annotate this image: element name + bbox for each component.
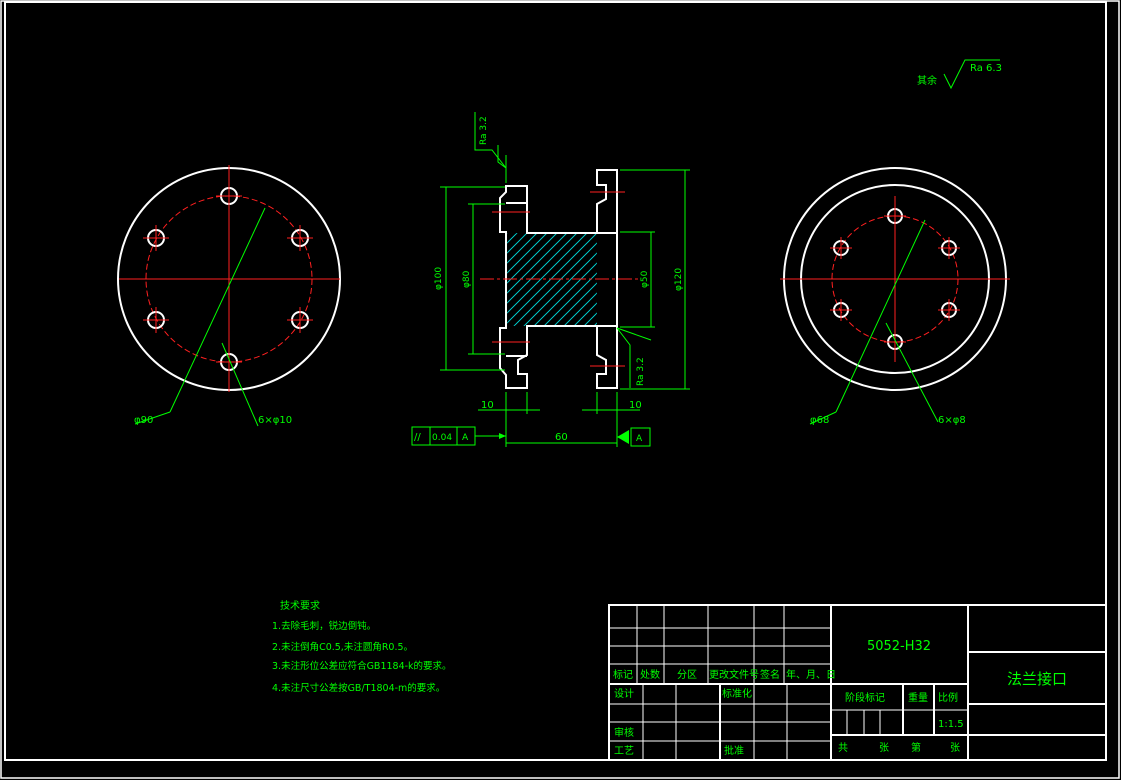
general-roughness-note: 其余 Ra 6.3 [917, 59, 1002, 90]
left-end-view: φ90 6×φ10 [117, 165, 341, 427]
roughness-left-face: Ra 3.2 [474, 112, 507, 183]
section-view: φ100 φ80 φ50 φ120 10 10 60 // 0.04 A [411, 112, 690, 447]
label-stage-mark: 阶段标记 [845, 691, 885, 704]
title-block: 标记 处数 分区 更改文件号 签名 年、月、日 设计 标准化 审核 工艺 批准 … [608, 604, 1107, 761]
label-scale: 比例 [938, 691, 958, 704]
dim-d120: φ120 [674, 268, 684, 291]
rev-header-date: 年、月、日 [786, 668, 836, 681]
rev-header-sign: 签名 [760, 668, 780, 681]
rev-header-zone: 分区 [677, 669, 697, 681]
technical-requirements: 技术要求 1.去除毛刺，锐边倒钝。 2.未注倒角C0.5,未注圆角R0.5。 3… [272, 599, 452, 694]
tech-req-title: 技术要求 [280, 599, 320, 612]
right-pcd-dimension: φ68 [810, 415, 829, 426]
label-review: 审核 [614, 726, 634, 739]
part-name: 法兰接口 [1007, 670, 1067, 688]
dim-d50: φ50 [640, 270, 650, 288]
label-sheets: 张 [879, 742, 889, 754]
tech-req-item: 1.去除毛刺，锐边倒钝。 [272, 620, 376, 632]
tech-req-item: 3.未注形位公差应符合GB1184-k的要求。 [272, 660, 452, 672]
left-holes-dimension: 6×φ10 [258, 415, 292, 426]
roughness-general-label: 其余 [917, 74, 937, 87]
dim-d80: φ80 [462, 270, 472, 288]
parallelism-tolerance-frame: // 0.04 A [411, 426, 506, 446]
material-spec: 5052-H32 [867, 639, 931, 654]
roughness-right-value: Ra 3.2 [636, 357, 646, 386]
rev-header-doc: 更改文件号 [709, 668, 759, 681]
scale-value: 1:1.5 [938, 719, 964, 730]
tech-req-item: 4.未注尺寸公差按GB/T1804-m的要求。 [272, 682, 445, 694]
label-sheet2: 张 [950, 742, 960, 754]
tol-value: 0.04 [432, 433, 452, 443]
roughness-right-face: Ra 3.2 [616, 327, 652, 388]
label-approve: 批准 [724, 744, 744, 757]
label-weight: 重量 [908, 691, 928, 704]
label-design: 设计 [614, 687, 634, 700]
tech-req-item: 2.未注倒角C0.5,未注圆角R0.5。 [272, 641, 413, 653]
roughness-general-value: Ra 6.3 [970, 63, 1002, 74]
inner-frame [4, 1, 1107, 761]
label-total: 共 [838, 742, 848, 754]
dim-right-thickness: 10 [629, 400, 642, 411]
label-process: 工艺 [614, 745, 634, 757]
label-standardize: 标准化 [722, 687, 752, 700]
dim-left-thickness: 10 [481, 400, 494, 411]
rev-header-count: 处数 [640, 668, 660, 681]
label-page: 第 [911, 741, 921, 754]
tol-symbol: // [414, 432, 421, 443]
right-holes-dimension: 6×φ8 [938, 415, 966, 426]
datum-a: A [617, 427, 651, 447]
datum-label: A [636, 434, 643, 444]
left-pcd-dimension: φ90 [134, 415, 153, 426]
roughness-left-value: Ra 3.2 [479, 116, 489, 145]
right-end-view: φ68 6×φ8 [780, 167, 1010, 426]
rev-header-mark: 标记 [613, 669, 633, 681]
tol-datum: A [462, 433, 469, 443]
dim-d100: φ100 [434, 267, 444, 290]
dim-length: 60 [555, 432, 568, 443]
